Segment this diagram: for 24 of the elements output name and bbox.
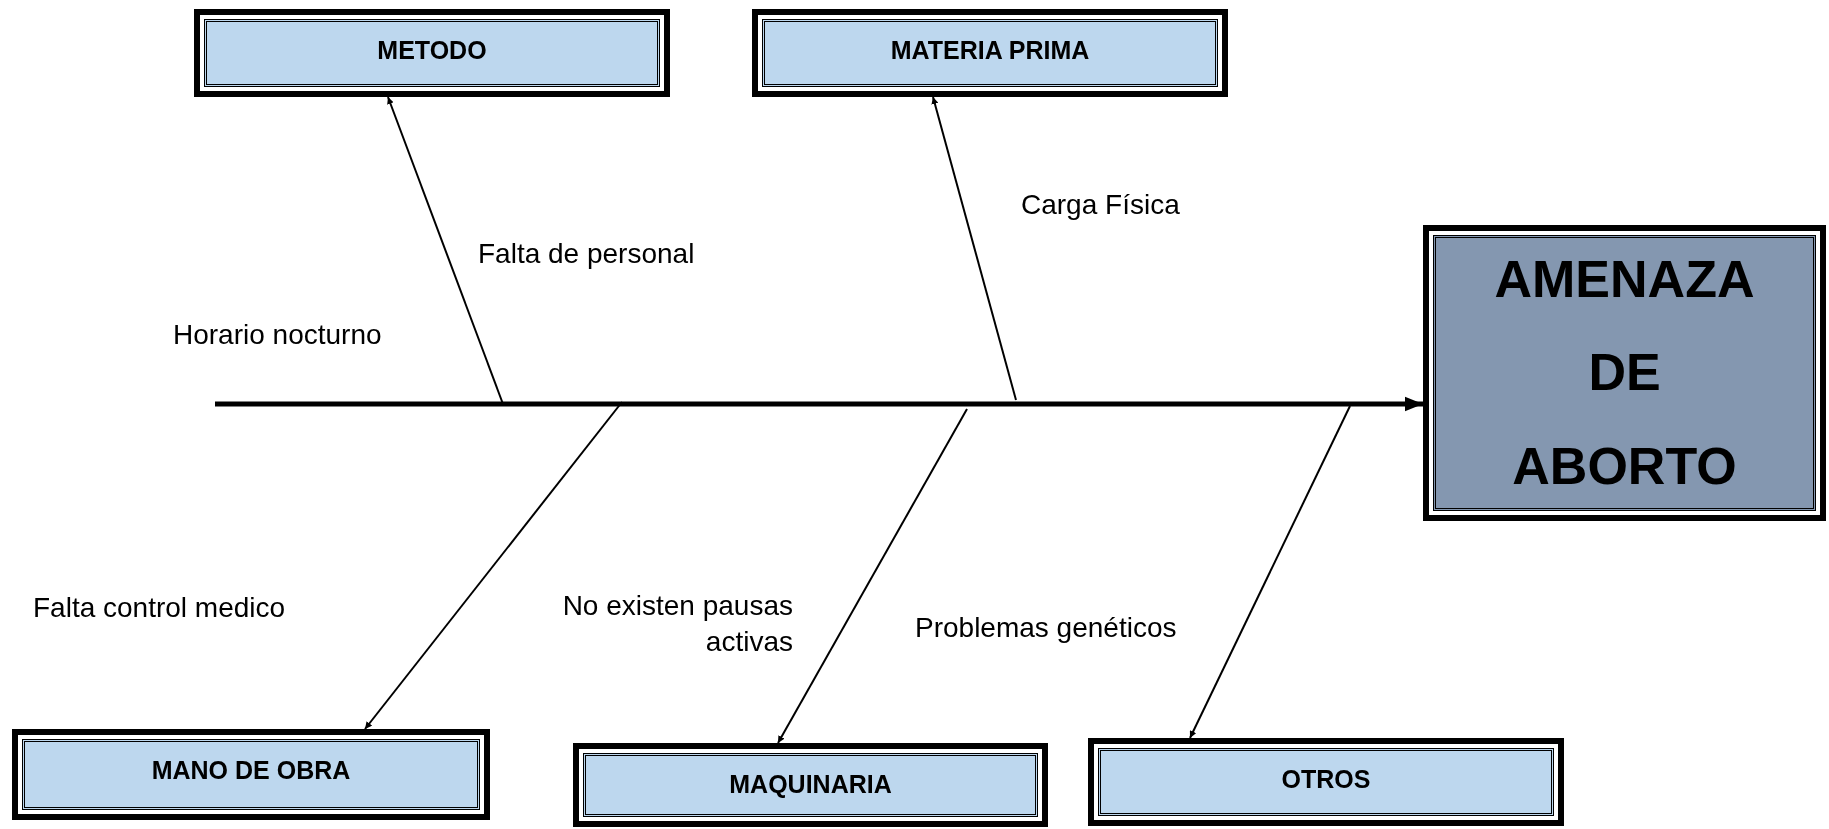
arrow	[777, 408, 968, 744]
category-box	[573, 743, 1048, 827]
category-box	[752, 9, 1228, 97]
spine-arrow	[215, 396, 1423, 412]
category-label: METODO	[377, 36, 487, 65]
category-label: MANO DE OBRA	[151, 756, 351, 785]
cause-label: Horario nocturno	[173, 318, 382, 352]
cause-label: Falta de personal	[478, 237, 695, 271]
arrow	[1189, 405, 1351, 739]
category-box	[194, 9, 670, 97]
effect-box	[1423, 225, 1826, 521]
arrow	[364, 401, 623, 730]
cause-label: Carga Física	[1021, 188, 1180, 222]
category-label: MAQUINARIA	[729, 770, 892, 799]
category-box	[12, 729, 490, 820]
arrow	[387, 96, 504, 405]
cause-label: Problemas genéticos	[915, 611, 1177, 645]
cause-label: Falta control medico	[33, 591, 286, 625]
category-label: OTROS	[1281, 765, 1371, 794]
arrow	[931, 96, 1017, 401]
category-box	[1088, 738, 1564, 826]
cause-label: No existen pausas activas	[561, 589, 793, 660]
category-label: MATERIA PRIMA	[890, 36, 1090, 65]
effect-label: AMENAZA DE ABORTO	[1493, 248, 1756, 497]
